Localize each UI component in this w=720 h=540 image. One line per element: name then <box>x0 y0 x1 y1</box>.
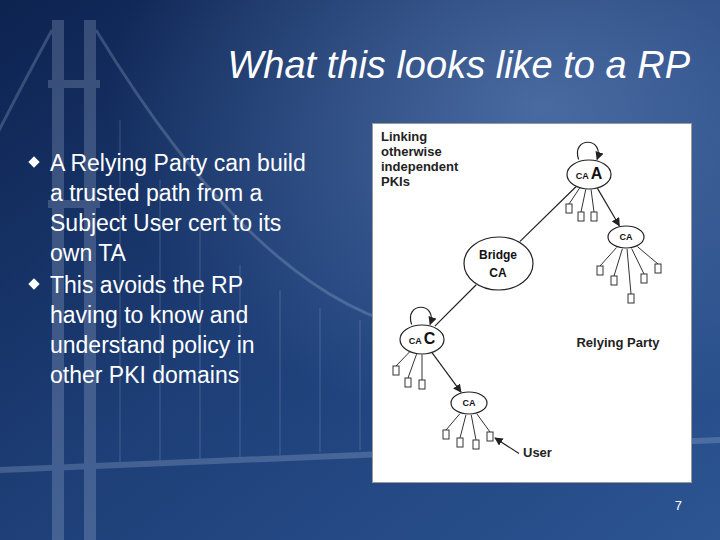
bridge-silhouette <box>0 20 720 540</box>
ellipse-outline <box>399 324 445 355</box>
leaf-link <box>422 355 423 381</box>
ca-name: Bridge CA <box>479 248 517 280</box>
leaf-certificates <box>393 142 661 453</box>
bullet-item: This avoids the RP having to know and un… <box>28 270 318 390</box>
self-signed-loop <box>410 307 431 324</box>
leaf-cert <box>628 294 634 303</box>
leaf-cert <box>641 274 647 283</box>
ellipse-outline <box>463 236 534 291</box>
leaf-link <box>581 189 586 212</box>
ca-name: CA <box>409 336 422 346</box>
panel-heading: Linking otherwise independent PKIs <box>381 130 473 190</box>
bullet-item: A Relying Party can build a trusted path… <box>28 148 318 268</box>
leaf-cert <box>473 440 479 449</box>
leaf-cert <box>591 212 597 221</box>
leaf-cert <box>487 432 493 441</box>
leaf-link <box>396 352 409 366</box>
ellipse-outline <box>566 159 612 190</box>
leaf-cert <box>443 430 449 439</box>
user-leader <box>495 438 519 453</box>
leaf-link <box>446 414 460 430</box>
ca-ellipse: CAA <box>566 159 612 190</box>
trust-connector <box>597 188 619 225</box>
leaf-link <box>632 248 644 274</box>
leaf-link <box>637 247 658 264</box>
leaf-cert <box>655 264 661 273</box>
ca-name: C <box>424 330 436 348</box>
leaf-link <box>477 414 490 432</box>
leaf-cert <box>405 378 411 387</box>
ca-label-group: Bridge CA <box>475 245 521 281</box>
leaf-cert <box>457 438 463 447</box>
leaf-cert <box>611 276 617 285</box>
trust-connector <box>435 285 476 326</box>
leaf-cert <box>578 212 584 221</box>
user-label: User <box>523 446 552 461</box>
ca-label-group: CAC <box>409 330 436 348</box>
ca-ellipse: Bridge CA <box>463 236 534 291</box>
relying-party-label: Relying Party <box>573 336 663 351</box>
ca-ellipse: CA <box>450 391 488 415</box>
leaf-link <box>614 249 622 276</box>
self-signed-loop <box>577 142 598 159</box>
page-number: 7 <box>675 498 682 513</box>
leaf-cert <box>393 366 399 375</box>
ellipse-shape <box>451 392 487 414</box>
connectors <box>432 187 619 392</box>
leaf-link <box>591 189 594 212</box>
bullet-text: A Relying Party can build a trusted path… <box>50 148 308 268</box>
slide-title: What this looks like to a RP <box>227 44 690 87</box>
leaf-link <box>408 354 417 378</box>
ellipse-shape <box>400 325 444 354</box>
ca-label-group: CA <box>463 398 476 408</box>
connector-layer <box>373 124 693 484</box>
ca-name: CA <box>576 171 589 181</box>
ca-label-group: CA <box>620 232 633 242</box>
leaf-cert <box>597 266 603 275</box>
ca-label-group: CAA <box>576 165 603 183</box>
leaf-cert <box>566 204 572 213</box>
leaf-link <box>471 415 476 440</box>
trust-connector <box>432 353 461 392</box>
bullet-text: This avoids the RP having to know and un… <box>50 270 308 390</box>
ellipse-shape <box>608 226 644 248</box>
leaf-cert <box>419 380 425 389</box>
bullet-marker <box>28 278 39 289</box>
ca-ellipse: CAC <box>399 324 445 355</box>
ellipse-shape <box>567 160 611 189</box>
bullet-marker <box>28 156 39 167</box>
leaf-link <box>460 415 466 438</box>
leaf-link <box>569 188 580 204</box>
diagram-panel: Linking otherwise independent PKIsCAACAB… <box>372 123 692 483</box>
ca-name: A <box>591 165 603 183</box>
ca-ellipse: CA <box>607 225 645 249</box>
ca-name: CA <box>463 398 476 408</box>
ellipse-shape <box>464 237 533 290</box>
ca-name: CA <box>620 232 633 242</box>
leaf-link <box>600 247 617 266</box>
bullet-list: A Relying Party can build a trusted path… <box>28 148 318 392</box>
trust-connector <box>520 187 576 242</box>
leaf-link <box>627 249 631 294</box>
